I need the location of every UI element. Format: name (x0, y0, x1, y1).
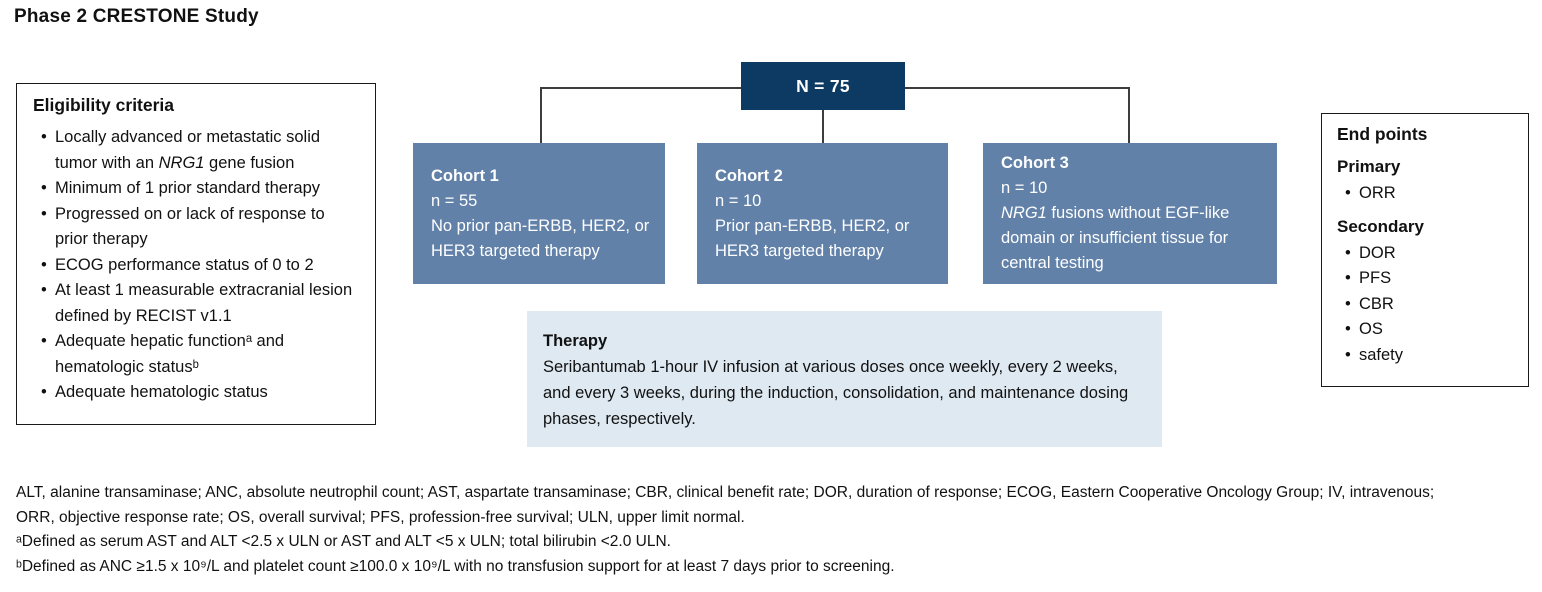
bullet-icon: • (1345, 294, 1351, 313)
eligibility-item: • Adequate hematologic status (33, 380, 361, 406)
cohort-3-box: Cohort 3 n = 10 NRG1 fusions without EGF… (983, 143, 1277, 284)
endpoint-item-text: CBR (1359, 294, 1394, 313)
bullet-icon: • (41, 179, 47, 197)
eligibility-item-text: Adequate hepatic functionᵃ and hematolog… (55, 332, 285, 376)
eligibility-item-text: Adequate hematologic status (55, 383, 268, 401)
cohort-title: Cohort 3 (1001, 154, 1069, 172)
bullet-icon: • (41, 255, 47, 274)
bullet-icon: • (1345, 345, 1351, 364)
eligibility-item: • Minimum of 1 prior standard therapy (33, 176, 361, 202)
endpoint-item-text: DOR (1359, 243, 1396, 262)
therapy-description: Seribantumab 1-hour IV infusion at vario… (543, 358, 1129, 428)
cohort-2-box: Cohort 2 n = 10 Prior pan-ERBB, HER2, or… (697, 143, 948, 284)
gene-name-italic: NRG1 (158, 153, 205, 172)
endpoint-item: • ORR (1337, 181, 1516, 207)
endpoint-item: • DOR (1337, 241, 1516, 267)
cohort-description: No prior pan-ERBB, HER2, or HER3 targete… (431, 216, 650, 260)
bullet-icon: • (1345, 320, 1351, 338)
endpoints-secondary-label: Secondary (1337, 216, 1424, 236)
eligibility-item-text: gene fusion (204, 153, 295, 172)
endpoint-item-text: safety (1359, 345, 1404, 364)
endpoint-item-text: PFS (1359, 269, 1392, 287)
endpoints-title: End points (1337, 124, 1428, 144)
bullet-icon: • (41, 128, 47, 146)
bullet-icon: • (1345, 243, 1351, 262)
cohort-1-box: Cohort 1 n = 55 No prior pan-ERBB, HER2,… (413, 143, 665, 284)
endpoint-item: • PFS (1337, 266, 1516, 292)
endpoint-item: • CBR (1337, 292, 1516, 318)
endpoints-primary-label: Primary (1337, 157, 1401, 176)
eligibility-item: • Progressed on or lack of response to p… (33, 202, 361, 253)
eligibility-item-text: Minimum of 1 prior standard therapy (55, 179, 321, 197)
connector-line-left (540, 87, 742, 89)
bullet-icon: • (41, 383, 47, 401)
eligibility-item: • Locally advanced or metastatic solid t… (33, 125, 361, 176)
eligibility-criteria-box: Eligibility criteria • Locally advanced … (16, 83, 376, 425)
total-enrollment-box: N = 75 (741, 62, 905, 110)
connector-drop-cohort3 (1128, 87, 1130, 143)
therapy-box: Therapy Seribantumab 1-hour IV infusion … (527, 311, 1162, 447)
connector-drop-cohort2 (822, 110, 824, 143)
bullet-icon: • (41, 281, 47, 299)
cohort-title: Cohort 1 (431, 166, 499, 185)
bullet-icon: • (1345, 269, 1351, 287)
eligibility-item-text: At least 1 measurable extracranial lesio… (55, 281, 353, 325)
connector-drop-cohort1 (540, 87, 542, 143)
bullet-icon: • (41, 332, 47, 350)
cohort-title: Cohort 2 (715, 166, 783, 185)
cohort-n: n = 10 (715, 191, 762, 210)
eligibility-item: • Adequate hepatic functionᵃ and hematol… (33, 329, 361, 380)
connector-line-right (904, 87, 1129, 89)
cohort-n: n = 10 (1001, 179, 1048, 197)
bullet-icon: • (1345, 184, 1351, 202)
footnote-abbreviations-line1: ALT, alanine transaminase; ANC, absolute… (16, 484, 1435, 501)
eligibility-title: Eligibility criteria (33, 95, 175, 115)
eligibility-item-text: ECOG performance status of 0 to 2 (55, 255, 314, 274)
eligibility-item: • At least 1 measurable extracranial les… (33, 278, 361, 329)
cohort-description: Prior pan-ERBB, HER2, or HER3 targeted t… (715, 216, 910, 260)
footnote-abbreviations-line2: ORR, objective response rate; OS, overal… (16, 508, 745, 526)
bullet-icon: • (41, 204, 47, 223)
therapy-title: Therapy (543, 332, 608, 350)
cohort-n: n = 55 (431, 191, 478, 210)
endpoint-item: • OS (1337, 317, 1516, 343)
endpoint-item: • safety (1337, 343, 1516, 369)
footnote-b: ᵇDefined as ANC ≥1.5 x 10⁹/L and platele… (16, 557, 895, 575)
endpoint-item-text: ORR (1359, 184, 1396, 202)
endpoint-item-text: OS (1359, 320, 1383, 338)
eligibility-item-text: Progressed on or lack of response to pri… (55, 204, 325, 249)
page-title: Phase 2 CRESTONE Study (14, 6, 259, 27)
endpoints-box: End points Primary • ORR Secondary • DOR… (1321, 113, 1529, 387)
eligibility-item-text: Locally advanced or metastatic solid tum… (55, 128, 321, 172)
endpoints-secondary-list: • DOR • PFS • CBR • OS • safety (1337, 241, 1516, 369)
eligibility-item: • ECOG performance status of 0 to 2 (33, 253, 361, 279)
footnote-a: ᵃDefined as serum AST and ALT <2.5 x ULN… (16, 533, 671, 550)
footnotes: ALT, alanine transaminase; ANC, absolute… (16, 481, 1536, 579)
eligibility-list: • Locally advanced or metastatic solid t… (33, 125, 361, 406)
gene-name-italic: NRG1 (1001, 204, 1047, 222)
cohort-description: NRG1 fusions without EGF-like domain or … (1001, 204, 1230, 272)
endpoints-primary-list: • ORR (1337, 181, 1516, 207)
